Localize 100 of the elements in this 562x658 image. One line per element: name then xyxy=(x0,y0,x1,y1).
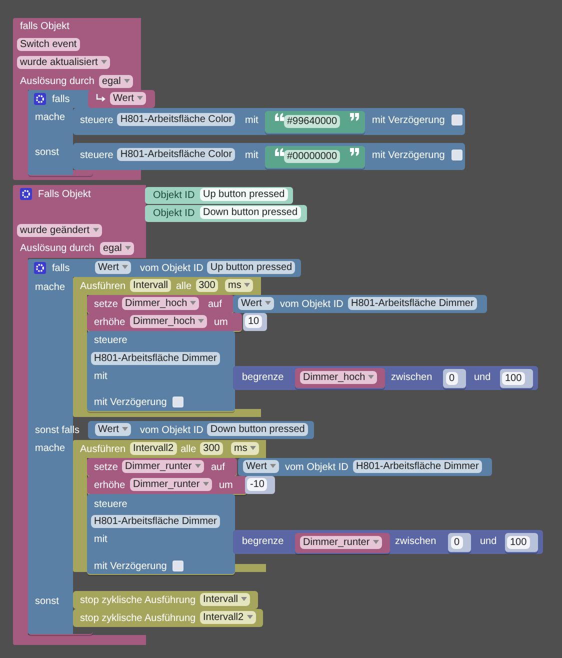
code-block xyxy=(233,295,487,313)
code-block xyxy=(87,494,235,574)
code-block xyxy=(87,295,234,313)
block-label: Auslösung durch xyxy=(20,242,94,255)
dropdown: Dimmer_runter xyxy=(130,478,212,491)
code-block xyxy=(243,313,268,331)
code-block xyxy=(88,421,314,439)
dropdown: Dimmer_hoch xyxy=(122,297,200,310)
code-block xyxy=(245,476,275,494)
block-label: alle xyxy=(176,280,192,293)
block-label: mit xyxy=(245,149,258,162)
block-label: zwischen xyxy=(391,371,432,384)
block-label: vom Objekt ID xyxy=(280,298,344,311)
dropdown: Wert xyxy=(238,297,274,310)
code-block xyxy=(73,108,465,135)
dropdown: Dimmer_runter xyxy=(300,536,382,549)
code-block xyxy=(87,458,237,476)
value-field: H801-Arbeitsfläche Dimmer xyxy=(91,515,220,528)
value-field: 10 xyxy=(245,315,262,328)
value-field: 100 xyxy=(507,536,530,549)
block-label: vom Objekt ID xyxy=(140,424,204,437)
dropdown: wurde geändert xyxy=(17,224,102,237)
code-block xyxy=(73,609,263,627)
block-label: begrenze xyxy=(242,371,284,384)
dropdown: Wert xyxy=(243,460,279,473)
dropdown: egal xyxy=(99,75,133,88)
block-label: Ausführen xyxy=(80,443,126,456)
block-label: sonst xyxy=(35,146,59,159)
block-label: vom Objekt ID xyxy=(285,461,348,474)
value-field: -10 xyxy=(247,478,268,491)
value-field: Down button pressed xyxy=(200,206,301,219)
value-field: 0 xyxy=(451,536,463,549)
code-block xyxy=(145,205,307,222)
code-block xyxy=(505,533,538,552)
block-label: sonst xyxy=(35,595,59,608)
block-label: mache xyxy=(35,442,66,455)
block-label: falls xyxy=(52,262,70,275)
block-label: mit xyxy=(245,114,258,127)
code-block xyxy=(145,187,293,204)
value-field: Switch event xyxy=(17,38,80,51)
value-field: #00000000 xyxy=(284,150,340,163)
dropdown: ms xyxy=(231,442,260,455)
block-label: setze xyxy=(94,461,118,474)
block-label: alle xyxy=(180,443,196,456)
dropdown: Intervall2 xyxy=(200,611,256,624)
block-label: falls xyxy=(52,93,70,106)
block-label: steuere xyxy=(80,114,114,127)
block-label: mit xyxy=(94,370,108,383)
dropdown: ms xyxy=(225,279,254,292)
value-field: 0 xyxy=(446,372,458,385)
code-block xyxy=(233,530,543,554)
block-label: steuere xyxy=(94,334,128,347)
dropdown: Wert xyxy=(95,423,131,436)
block-label: zwischen xyxy=(395,535,436,548)
dropdown: wurde aktualisiert xyxy=(17,56,110,69)
value-field: Intervall2 xyxy=(130,442,177,455)
block-label: mit Verzögerung xyxy=(94,396,167,409)
code-block xyxy=(265,111,365,133)
value-field: #99640000 xyxy=(284,115,340,128)
block-label: mit Verzögerung xyxy=(94,560,167,573)
dropdown: Intervall xyxy=(200,593,250,606)
block-label: setze xyxy=(94,298,118,311)
code-block xyxy=(88,90,155,108)
block-label: stop zyklische Ausführung xyxy=(80,594,196,607)
block-label: steuere xyxy=(80,149,114,162)
dropdown: Dimmer_runter xyxy=(122,460,204,473)
block-label: vom Objekt ID xyxy=(140,262,204,275)
block-label: um xyxy=(219,479,233,492)
code-block xyxy=(73,143,465,170)
value-field: Down button pressed xyxy=(207,423,308,436)
dropdown: Wert xyxy=(95,261,131,274)
code-block xyxy=(233,366,538,390)
value-field: 300 xyxy=(196,279,218,292)
block-label: und xyxy=(480,535,497,548)
value-field: Intervall xyxy=(130,279,172,292)
block-label: Auslösung durch xyxy=(20,75,94,88)
block-label: und xyxy=(474,371,491,384)
code-block xyxy=(500,369,533,388)
block-label: falls Objekt xyxy=(20,20,70,33)
code-block xyxy=(73,591,258,609)
block-label: um xyxy=(214,316,228,329)
dropdown: egal xyxy=(100,242,134,255)
code-block xyxy=(265,146,365,168)
code-block xyxy=(295,368,385,388)
code-block xyxy=(87,313,242,331)
value-field: H801-Arbeitsfläche Color xyxy=(117,148,236,161)
dropdown: Dimmer_hoch xyxy=(300,371,378,384)
code-block xyxy=(443,369,466,388)
block-label: mache xyxy=(35,111,66,124)
block-label: erhöhe xyxy=(94,479,126,492)
block-label: mit Verzögerung xyxy=(372,114,445,127)
block-label: mit xyxy=(94,533,108,546)
dropdown: Wert xyxy=(110,92,146,105)
block-label: sonst falls xyxy=(35,424,80,437)
code-block xyxy=(448,533,471,552)
value-field: 300 xyxy=(200,442,223,455)
code-block xyxy=(87,331,235,411)
value-field: H801-Arbeitsfläche Dimmer xyxy=(91,352,220,365)
block-label: Ausführen xyxy=(80,280,126,293)
dropdown: Dimmer_hoch xyxy=(130,315,208,328)
